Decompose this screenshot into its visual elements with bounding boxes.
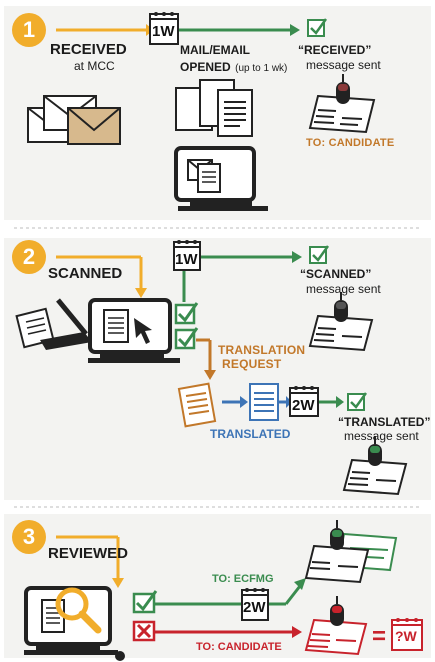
checkmark-icon	[307, 18, 328, 37]
step-1-opened-note: (up to 1 wk)	[235, 63, 288, 74]
step-1-opened-label: MAIL/EMAIL	[180, 43, 250, 57]
step-2-badge: 2	[12, 240, 46, 274]
panel-step-2	[4, 238, 431, 500]
step-1-opened-label2: OPENED	[180, 60, 231, 74]
computer-icon	[24, 586, 125, 661]
message-card-icon	[304, 520, 398, 584]
calendar-icon	[149, 12, 179, 45]
magnifier-icon	[55, 587, 102, 634]
step-2-translated-sent: message sent	[344, 429, 419, 443]
step-2-message-sent: message sent	[306, 282, 381, 296]
step-1-timer: 1W	[152, 23, 175, 40]
step-2-translated-quote: “TRANSLATED”	[338, 415, 431, 429]
step-3-badge: 3	[12, 520, 46, 554]
step-3-to-candidate: TO: CANDIDATE	[196, 641, 282, 653]
step-1-badge: 1	[12, 13, 46, 47]
step-2-timer-2: 2W	[292, 397, 315, 414]
step-1-message-sent: message sent	[306, 58, 381, 72]
step-2-translated: TRANSLATED	[210, 427, 291, 441]
step-2-translation-line2: REQUEST	[222, 357, 282, 371]
calendar-icon	[391, 618, 423, 651]
checkmark-icon	[174, 302, 199, 350]
step-1-message-quote: “RECEIVED”	[298, 43, 372, 57]
document-icon	[177, 382, 217, 428]
scanner-icon	[15, 298, 92, 350]
document-icon	[249, 383, 279, 421]
step-1-opened-line: OPENED (up to 1 wk)	[180, 59, 287, 76]
step-2-translation-line1: TRANSLATION	[218, 343, 306, 357]
step-3-equals: =	[372, 623, 387, 650]
checkmark-icon	[309, 245, 330, 264]
computer-icon	[174, 146, 268, 211]
step-2-message-quote: “SCANNED”	[300, 267, 372, 281]
cross-icon	[132, 620, 156, 642]
step-3-to-ecfmg: TO: ECFMG	[212, 573, 274, 585]
step3-flow-arrows	[56, 535, 306, 638]
calendar-icon	[289, 386, 319, 417]
message-card-icon	[304, 596, 368, 656]
checkmark-icon	[347, 392, 368, 411]
checkmark-icon	[132, 590, 158, 614]
calendar-icon	[241, 588, 269, 621]
computer-icon	[88, 298, 180, 363]
message-card-icon	[342, 436, 408, 496]
step-3-unknown-timer: ?W	[395, 628, 417, 644]
step-3-timer: 2W	[243, 599, 266, 616]
step-1-title: RECEIVED	[50, 41, 127, 58]
message-card-icon	[308, 292, 374, 352]
step-2-title: SCANNED	[48, 265, 123, 282]
message-card-icon	[308, 74, 376, 134]
cursor-icon	[134, 318, 152, 344]
step1-flow-arrows	[56, 24, 300, 36]
envelope-stack-icon	[27, 95, 121, 145]
calendar-icon	[173, 240, 201, 271]
step-1-subtitle: at MCC	[74, 59, 115, 73]
mail-open-icon	[175, 79, 253, 137]
step-2-timer: 1W	[175, 251, 198, 268]
step2-flow-arrows	[56, 251, 344, 408]
step-1-to-candidate: TO: CANDIDATE	[306, 137, 395, 149]
step-3-title: REVIEWED	[48, 545, 129, 562]
